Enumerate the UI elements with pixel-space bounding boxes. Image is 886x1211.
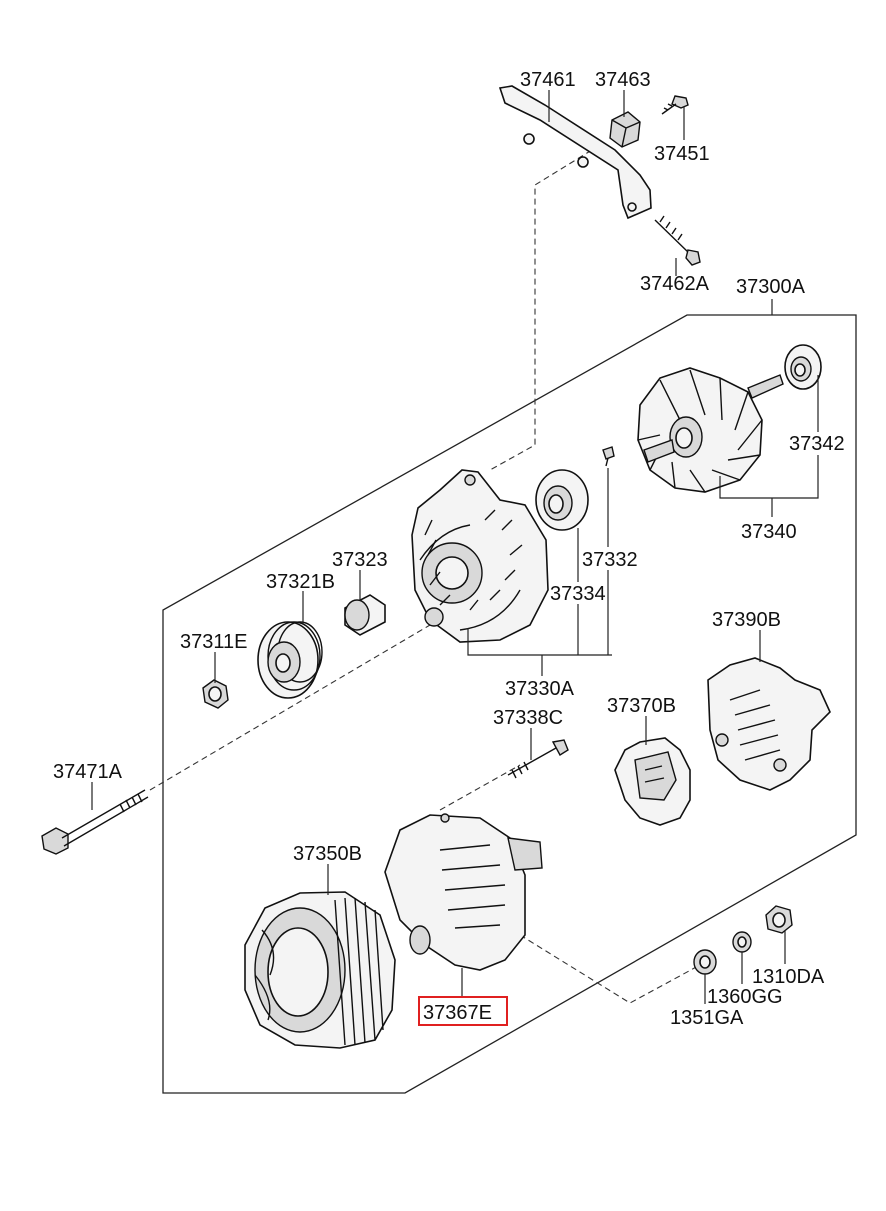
label-37342[interactable]: 37342 [789,433,845,455]
voltage-regulator [614,737,691,826]
label-37330a[interactable]: 37330A [505,678,575,700]
label-37321b[interactable]: 37321B [266,571,335,593]
label-37462a[interactable]: 37462A [640,273,710,295]
mounting-bracket [498,85,652,220]
label-37370b[interactable]: 37370B [607,695,676,717]
highlight-box [418,996,508,1026]
label-37367e[interactable]: 37367E [423,1002,492,1024]
rear-cover [707,657,831,791]
label-37461[interactable]: 37461 [520,69,576,91]
label-37311e[interactable]: 37311E [180,631,247,653]
leader-lines [91,90,819,1004]
label-1310da[interactable]: 1310DA [752,966,825,988]
label-37451[interactable]: 37451 [654,143,710,165]
label-1360gg[interactable]: 1360GG [707,986,783,1008]
label-37471a[interactable]: 37471A [53,761,123,783]
rear-housing [384,813,543,971]
label-37334[interactable]: 37334 [550,583,606,605]
bracket-spacer [609,111,641,148]
bracket-bolt [661,95,689,115]
pulley [257,621,323,699]
label-37463[interactable]: 37463 [595,69,651,91]
label-37390b[interactable]: 37390B [712,609,781,631]
label-37323[interactable]: 37323 [332,549,388,571]
long-bracket-bolt [654,215,701,266]
pulley-nut [202,679,229,709]
label-37350b[interactable]: 37350B [293,843,362,865]
label-37332[interactable]: 37332 [582,549,638,571]
washer-1351ga [693,949,717,975]
nut-1310da [765,905,793,934]
housing-screw [602,446,615,467]
part-labels: 37461 37463 37451 37462A 37300A 37342 37… [53,69,845,1029]
pulley-spacer [344,594,386,636]
stator [244,891,396,1049]
label-1351ga[interactable]: 1351GA [670,1007,744,1029]
rear-bearing [784,344,822,390]
front-housing [411,469,549,643]
label-37338c[interactable]: 37338C [493,707,563,729]
through-bolt [507,739,569,779]
long-through-bolt [41,789,149,855]
assembly-frame [162,314,857,1094]
washer-1360gg [732,931,752,953]
center-lines [149,144,701,1004]
front-bearing [535,469,589,531]
label-37300a[interactable]: 37300A [736,276,806,298]
label-37340[interactable]: 37340 [741,521,797,543]
rotor-assembly [637,367,784,493]
